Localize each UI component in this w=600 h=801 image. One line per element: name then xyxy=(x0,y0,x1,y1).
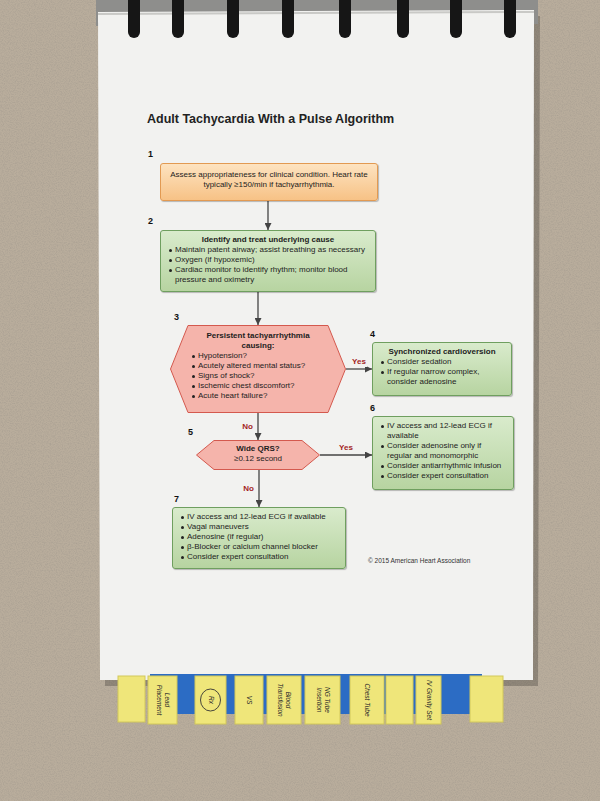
tab xyxy=(195,676,226,724)
box-text: Acute heart failure? xyxy=(190,391,326,401)
box-text: Acutely altered mental status? xyxy=(190,361,326,371)
box-heading: Identify and treat underlying cause xyxy=(167,235,369,245)
binding-rings xyxy=(128,0,516,38)
edge-label: No xyxy=(241,422,254,432)
box-text: IV access and 12-lead ECG if available xyxy=(179,512,339,522)
box-text: Hypotension? xyxy=(190,351,326,361)
callout-number: 6 xyxy=(370,403,375,414)
tab-label: IV Gravity Set xyxy=(425,678,433,722)
box-text: Assess appropriateness for clinical cond… xyxy=(167,170,371,190)
box-text: Consider expert consultation xyxy=(179,552,339,562)
box-text: Consider sedation xyxy=(379,357,505,367)
ring xyxy=(282,0,294,38)
box-text: β-Blocker or calcium channel blocker xyxy=(179,542,339,552)
tab xyxy=(118,676,145,722)
tab xyxy=(305,676,340,724)
tab xyxy=(416,676,441,724)
box-heading: Wide QRS? xyxy=(216,444,300,454)
tab-label: Rx xyxy=(207,678,215,722)
box-text: If regular narrow complex, consider aden… xyxy=(379,367,505,387)
edge-label: No xyxy=(242,484,255,494)
box-text: Consider antiarrhythmic infusion xyxy=(379,461,507,471)
ring xyxy=(172,0,184,38)
box-heading: Persistent tachyarrhythmia causing: xyxy=(190,331,326,351)
decision-hexagon: Persistent tachyarrhythmia causing:Hypot… xyxy=(170,325,346,413)
edge-label: Yes xyxy=(351,357,367,367)
decision-diamond: Wide QRS?≥0.12 second xyxy=(196,440,320,470)
box-text: Consider expert consultation xyxy=(379,471,507,481)
index-tabs xyxy=(118,676,503,724)
ring xyxy=(128,0,140,38)
edge-label: Yes xyxy=(338,443,354,453)
box-text: Maintain patent airway; assist breathing… xyxy=(167,245,369,255)
page-edge xyxy=(98,12,534,14)
box-text: Vagal maneuvers xyxy=(179,522,339,532)
tab xyxy=(148,676,177,724)
ring xyxy=(450,0,462,38)
tab xyxy=(350,676,384,724)
ring xyxy=(227,0,239,38)
flow-arrow xyxy=(257,292,258,325)
callout-number: 3 xyxy=(174,312,179,323)
tab xyxy=(235,676,263,724)
shape-outline xyxy=(197,441,320,470)
box-text: Ischemic chest discomfort? xyxy=(190,381,326,391)
flow-arrow xyxy=(320,454,372,455)
shape-outline xyxy=(171,326,346,413)
box-text: ≥0.12 second xyxy=(216,454,300,464)
flow-arrow xyxy=(258,470,259,507)
tab-label: Blood Transfusion xyxy=(277,678,292,722)
flow-arrow xyxy=(257,413,258,440)
action-box: IV access and 12-lead ECG if availableVa… xyxy=(172,507,346,569)
copyright-note: © 2015 American Heart Association xyxy=(368,557,470,565)
start-box: Assess appropriateness for clinical cond… xyxy=(160,163,378,201)
box-heading: Synchronized cardioversion xyxy=(379,347,505,357)
box-text: Cardiac monitor to identify rhythm; moni… xyxy=(167,265,369,285)
flow-arrow xyxy=(267,201,268,230)
action-box: IV access and 12-lead ECG if availableCo… xyxy=(372,416,514,490)
tab xyxy=(267,676,301,724)
flow-arrow xyxy=(346,368,372,369)
box-text: Signs of shock? xyxy=(190,371,326,381)
box-text: Consider adenosine only if regular and m… xyxy=(379,441,507,461)
tab-label: VS xyxy=(245,678,253,722)
callout-number: 1 xyxy=(148,149,153,160)
ring xyxy=(504,0,516,38)
tab xyxy=(470,676,503,722)
ring xyxy=(397,0,409,38)
callout-number: 5 xyxy=(188,427,193,438)
diagram-title: Adult Tachycardia With a Pulse Algorithm xyxy=(147,112,394,127)
tab-label: Lead Placement xyxy=(155,678,170,722)
box-text: Oxygen (if hypoxemic) xyxy=(167,255,369,265)
action-box: Synchronized cardioversionConsider sedat… xyxy=(372,342,512,396)
box-text: IV access and 12-lead ECG if available xyxy=(379,421,507,441)
box-text: Adenosine (if regular) xyxy=(179,532,339,542)
callout-number: 4 xyxy=(370,329,375,340)
notebook-page xyxy=(98,10,534,680)
callout-number: 2 xyxy=(148,216,153,227)
tab-label: NG Tube Insertion xyxy=(315,678,330,722)
callout-number: 7 xyxy=(174,494,179,505)
tab-label: Chest Tube xyxy=(363,678,371,722)
process-box: Identify and treat underlying causeMaint… xyxy=(160,230,376,292)
tab xyxy=(386,676,413,724)
ring xyxy=(339,0,351,38)
